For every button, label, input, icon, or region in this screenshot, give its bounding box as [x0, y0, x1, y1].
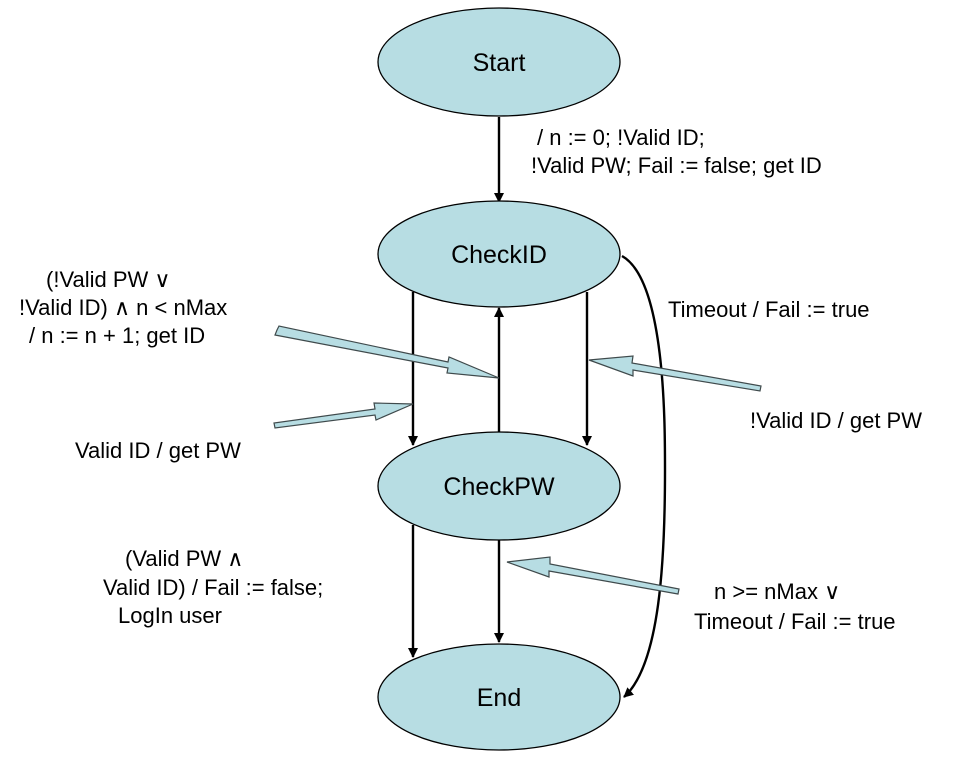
state-checkpw: CheckPW [377, 431, 621, 541]
label-retry-id: (!Valid PW ∨ !Valid ID) ∧ n < nMax / n :… [19, 267, 227, 348]
label-retry-id-line: / n := n + 1; get ID [29, 323, 205, 348]
label-fail-pw-line: Timeout / Fail := true [694, 609, 896, 634]
state-start: Start [377, 7, 621, 117]
label-invalid-id-line: !Valid ID / get PW [750, 408, 922, 433]
label-login-line: LogIn user [118, 603, 222, 628]
callout-arrow-invalid-id [588, 355, 762, 392]
edge-checkid-to-end-timeout [621, 254, 667, 698]
label-retry-id-line: (!Valid PW ∨ [46, 267, 171, 292]
label-retry-id-line: !Valid ID) ∧ n < nMax [19, 295, 227, 320]
state-checkid-label: CheckID [451, 241, 547, 269]
label-fail-pw-line: n >= nMax ∨ [714, 579, 840, 604]
label-login: (Valid PW ∧ Valid ID) / Fail := false; L… [103, 546, 323, 628]
callout-arrow-valid-id [273, 402, 414, 429]
state-checkpw-label: CheckPW [443, 473, 555, 501]
label-login-line: (Valid PW ∧ [125, 546, 243, 571]
label-init-line: / n := 0; !Valid ID; [537, 125, 705, 150]
callout-arrow-retry-id [274, 325, 500, 379]
callout-arrow-fail-pw [506, 556, 680, 595]
label-invalid-id: !Valid ID / get PW [750, 408, 922, 433]
label-valid-id-line: Valid ID / get PW [75, 438, 241, 463]
state-start-label: Start [473, 49, 526, 77]
label-login-line: Valid ID) / Fail := false; [103, 575, 323, 600]
label-timeout-id-line: Timeout / Fail := true [668, 297, 870, 322]
state-end: End [377, 643, 621, 751]
state-end-label: End [477, 684, 521, 712]
label-valid-id: Valid ID / get PW [75, 438, 241, 463]
label-init: / n := 0; !Valid ID; !Valid PW; Fail := … [531, 125, 822, 178]
state-checkid: CheckID [377, 200, 621, 308]
label-fail-pw: n >= nMax ∨ Timeout / Fail := true [694, 579, 896, 634]
label-init-line: !Valid PW; Fail := false; get ID [531, 153, 822, 178]
label-timeout-id: Timeout / Fail := true [668, 297, 870, 322]
